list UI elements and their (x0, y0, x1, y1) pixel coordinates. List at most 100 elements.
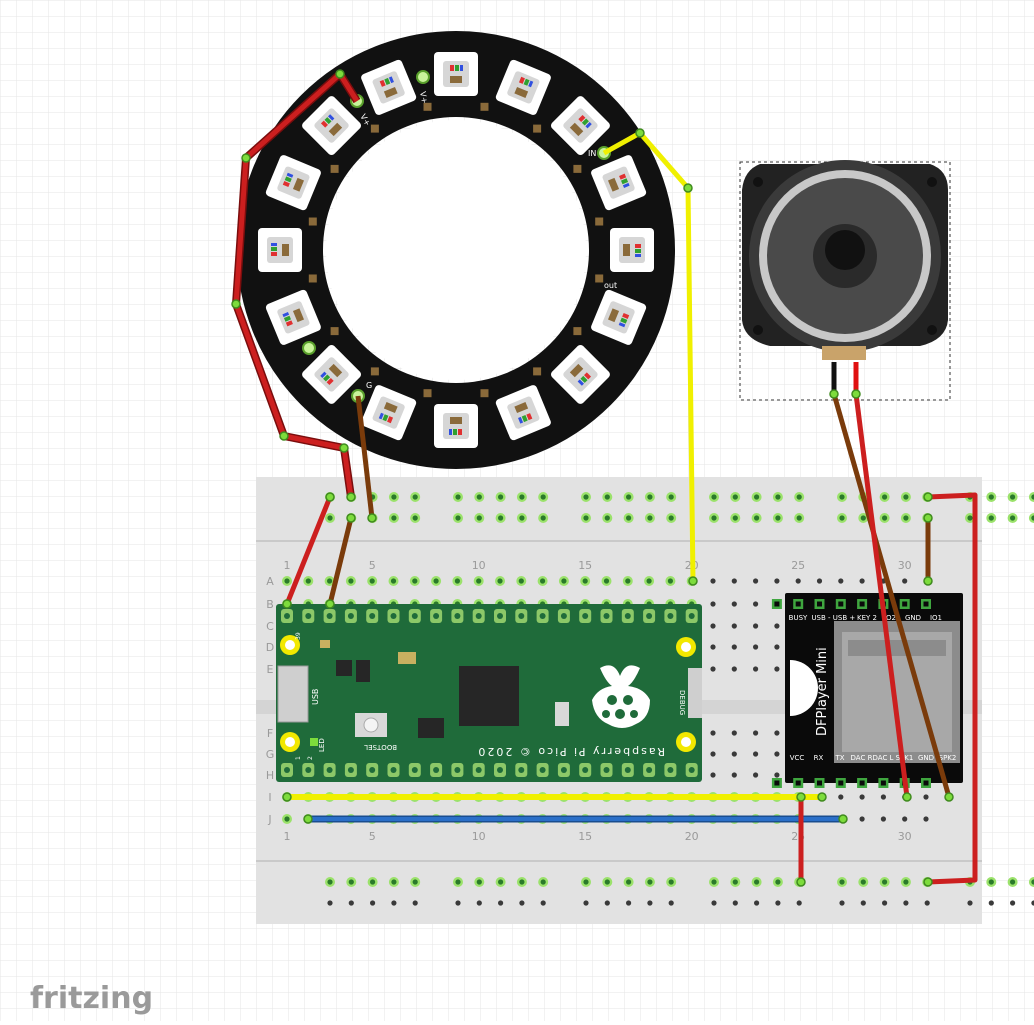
rail-hole[interactable] (498, 515, 504, 521)
breadboard-hole[interactable] (902, 816, 908, 822)
breadboard-hole[interactable] (859, 794, 865, 800)
breadboard-hole[interactable] (774, 578, 780, 584)
wire-brown-ground[interactable] (327, 517, 354, 605)
rail-hole[interactable] (519, 900, 525, 906)
wire-endpoint[interactable] (282, 792, 292, 802)
wire-red-rail-loop[interactable] (927, 492, 978, 885)
rail-hole[interactable] (668, 515, 674, 521)
rail-hole[interactable] (519, 879, 525, 885)
breadboard-hole[interactable] (731, 601, 737, 607)
rail-hole[interactable] (924, 900, 930, 906)
rail-hole[interactable] (988, 879, 994, 885)
breadboard-hole[interactable] (753, 730, 759, 736)
rail-hole[interactable] (498, 494, 504, 500)
breadboard-hole[interactable] (540, 578, 546, 584)
raspberry-pi-pico[interactable]: Raspberry Pi Pico © 2020 USB LED BOOTSEL… (276, 604, 702, 782)
wire-endpoint[interactable] (303, 814, 313, 824)
rail-hole[interactable] (668, 900, 674, 906)
rail-hole[interactable] (668, 879, 674, 885)
breadboard-hole[interactable] (710, 666, 716, 672)
rail-hole[interactable] (476, 900, 482, 906)
breadboard-hole[interactable] (923, 816, 929, 822)
rail-hole[interactable] (391, 515, 397, 521)
rail-hole[interactable] (327, 515, 333, 521)
breadboard-hole[interactable] (774, 666, 780, 672)
rail-hole[interactable] (498, 900, 504, 906)
neopixel-ring[interactable]: V+ V+ IN out G G (237, 31, 675, 469)
rail-hole[interactable] (860, 879, 866, 885)
rail-hole[interactable] (604, 879, 610, 885)
breadboard-hole[interactable] (774, 751, 780, 757)
breadboard-hole[interactable] (710, 730, 716, 736)
rail-hole[interactable] (327, 879, 333, 885)
rail-hole[interactable] (732, 900, 738, 906)
rail-hole[interactable] (647, 515, 653, 521)
rail-hole[interactable] (412, 515, 418, 521)
breadboard-hole[interactable] (603, 578, 610, 584)
rail-hole[interactable] (711, 494, 717, 500)
breadboard-hole[interactable] (753, 578, 759, 584)
wire-endpoint[interactable] (231, 299, 241, 309)
breadboard-hole[interactable] (731, 772, 737, 778)
rail-hole[interactable] (839, 494, 845, 500)
rail-hole[interactable] (626, 900, 632, 906)
rail-hole[interactable] (476, 494, 482, 500)
rail-hole[interactable] (583, 515, 589, 521)
rail-hole[interactable] (903, 494, 909, 500)
breadboard-hole[interactable] (731, 751, 737, 757)
speaker[interactable] (739, 160, 951, 401)
rail-hole[interactable] (519, 494, 525, 500)
wire-endpoint[interactable] (923, 513, 933, 523)
wire-endpoint[interactable] (346, 513, 356, 523)
wire-endpoint[interactable] (829, 389, 839, 399)
breadboard-hole[interactable] (795, 578, 801, 584)
rail-hole[interactable] (1010, 900, 1016, 906)
breadboard-hole[interactable] (710, 623, 716, 629)
breadboard-hole[interactable] (518, 578, 524, 584)
rail-hole[interactable] (796, 494, 802, 500)
rail-hole[interactable] (604, 515, 610, 521)
wire-endpoint[interactable] (325, 492, 335, 502)
breadboard-hole[interactable] (731, 578, 737, 584)
rail-hole[interactable] (540, 900, 546, 906)
breadboard-hole[interactable] (753, 751, 759, 757)
breadboard-hole[interactable] (731, 730, 737, 736)
rail-hole[interactable] (583, 494, 589, 500)
rail-hole[interactable] (967, 900, 973, 906)
rail-hole[interactable] (882, 494, 888, 500)
breadboard-hole[interactable] (838, 794, 844, 800)
rail-hole[interactable] (754, 515, 760, 521)
rail-hole[interactable] (626, 494, 632, 500)
breadboard-hole[interactable] (753, 623, 759, 629)
wire-endpoint[interactable] (683, 183, 693, 193)
wire-endpoint[interactable] (279, 431, 289, 441)
rail-hole[interactable] (647, 879, 653, 885)
rail-hole[interactable] (412, 494, 418, 500)
wire-yellow-data[interactable] (602, 130, 696, 582)
rail-hole[interactable] (775, 900, 781, 906)
rail-hole[interactable] (391, 900, 397, 906)
wire-endpoint[interactable] (944, 792, 954, 802)
breadboard-hole[interactable] (476, 578, 482, 584)
rail-hole[interactable] (626, 515, 632, 521)
rail-hole[interactable] (668, 494, 674, 500)
breadboard-hole[interactable] (710, 751, 716, 757)
rail-hole[interactable] (732, 879, 738, 885)
wire-endpoint[interactable] (923, 576, 933, 586)
breadboard-hole[interactable] (731, 666, 737, 672)
breadboard-hole[interactable] (369, 578, 375, 584)
wire-endpoint[interactable] (282, 599, 292, 609)
rail-hole[interactable] (882, 515, 888, 521)
rail-hole[interactable] (1031, 879, 1034, 885)
rail-hole[interactable] (455, 515, 461, 521)
wire-red-power[interactable] (284, 496, 333, 605)
rail-hole[interactable] (775, 879, 781, 885)
rail-hole[interactable] (391, 879, 397, 885)
wire-endpoint[interactable] (851, 389, 861, 399)
rail-hole[interactable] (839, 900, 845, 906)
rail-hole[interactable] (839, 515, 845, 521)
rail-hole[interactable] (1010, 494, 1016, 500)
breadboard-hole[interactable] (838, 578, 844, 584)
rail-hole[interactable] (860, 515, 866, 521)
